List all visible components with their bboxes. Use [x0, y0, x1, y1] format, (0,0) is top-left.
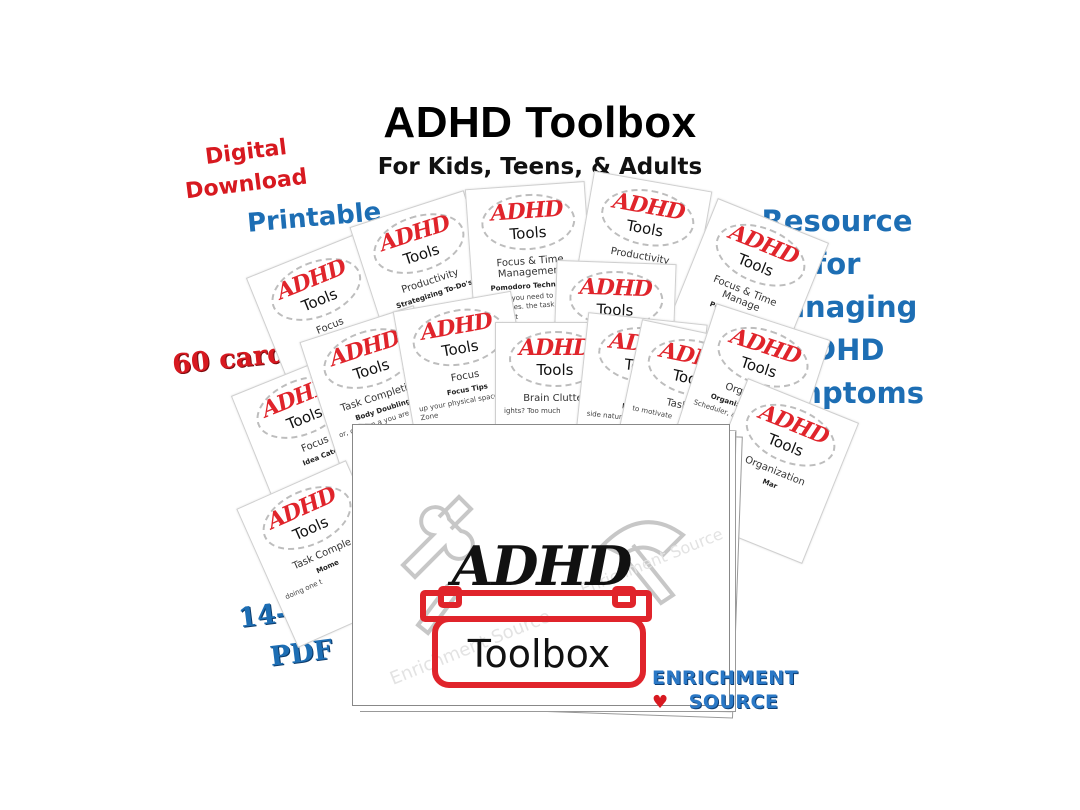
toolbox-word: Toolbox: [467, 632, 611, 676]
page-subtitle: For Kids, Teens, & Adults: [377, 154, 703, 180]
brand-logo: ENRICHMENT ♥ SOURCE: [652, 667, 822, 713]
toolbox-icon: [420, 586, 652, 688]
page-title: ADHD Toolbox: [383, 98, 697, 147]
card-body: ights? Too much: [504, 407, 561, 415]
heart-icon: ♥: [652, 692, 669, 713]
adhd-word: ADHD: [447, 534, 633, 598]
card-topic: Brain Clutter: [523, 393, 587, 404]
front-page: Enrichment Source Enrichment Source ADHD…: [352, 424, 730, 706]
toolbox-logo: Enrichment Source Enrichment Source ADHD…: [387, 494, 726, 690]
tools-icon: [400, 494, 687, 636]
brand-line-1: ENRICHMENT: [652, 667, 799, 689]
brand-line-2: SOURCE: [688, 691, 779, 713]
